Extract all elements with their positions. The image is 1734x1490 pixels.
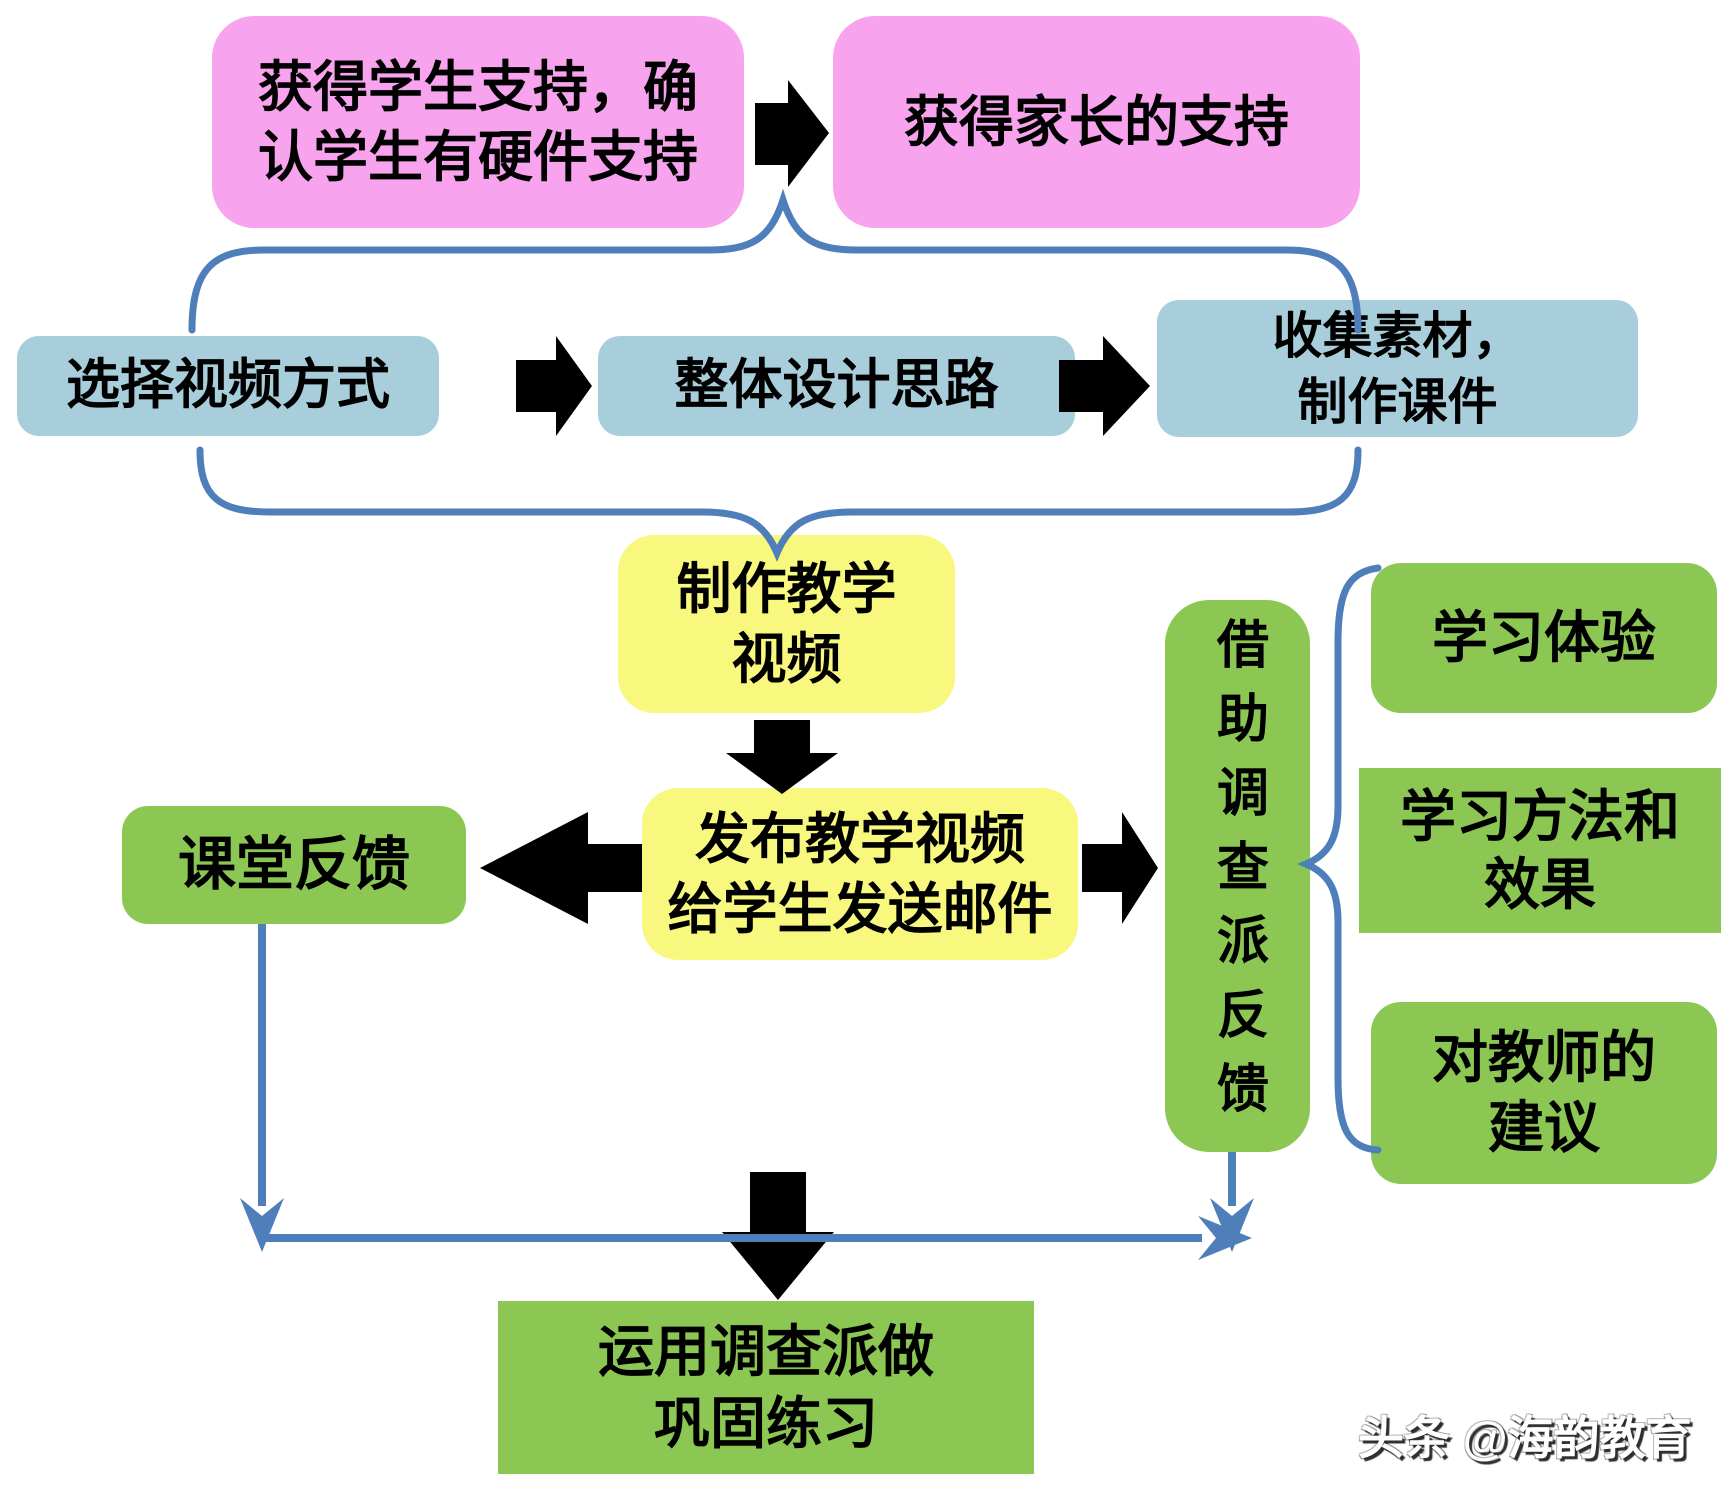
- node-overall-design: 整体设计思路: [598, 336, 1075, 436]
- node-get-parent-support: 获得家长的支持: [833, 16, 1360, 228]
- node-get-student-support-line2: 认学生有硬件支持: [257, 126, 698, 188]
- node-collect-materials: 收集素材， 制作课件: [1157, 300, 1638, 437]
- arrow-make-to-publish: [726, 720, 838, 794]
- node-publish-video-email: 发布教学视频 给学生发送邮件: [642, 788, 1078, 960]
- node-collect-materials-line2: 制作课件: [1297, 373, 1498, 430]
- arrow-publish-to-survey-feedback: [1082, 812, 1158, 924]
- watermark-toutiao-haiyun: 头条 @海韵教育: [1358, 1412, 1692, 1464]
- node-survey-feedback-label: 借助调查派反馈: [1208, 617, 1267, 1135]
- node-publish-video-email-line2: 给学生发送邮件: [667, 878, 1053, 940]
- arrowhead-bottom-right: [1198, 1216, 1252, 1260]
- arrow-choose-to-design: [516, 336, 592, 436]
- node-learning-experience: 学习体验: [1371, 563, 1717, 713]
- node-publish-video-email-line1: 发布教学视频: [694, 807, 1025, 870]
- node-get-student-support-line1: 获得学生支持，确: [257, 55, 698, 118]
- node-teacher-suggestions-line1: 对教师的: [1432, 1026, 1656, 1089]
- node-get-parent-support-line1: 获得家长的支持: [903, 90, 1289, 153]
- node-overall-design-line1: 整体设计思路: [674, 355, 999, 416]
- arrowhead-class-feedback-down: [240, 1198, 284, 1252]
- node-learning-method-effect-line1: 学习方法和: [1400, 785, 1680, 849]
- node-teacher-suggestions-line2: 建议: [1488, 1096, 1600, 1159]
- node-get-student-support: 获得学生支持，确 认学生有硬件支持: [212, 16, 744, 228]
- node-make-teaching-video: 制作教学 视频: [618, 535, 955, 713]
- node-make-teaching-video-line1: 制作教学: [676, 557, 897, 620]
- node-class-feedback: 课堂反馈: [122, 806, 466, 924]
- arrow-to-consolidation: [722, 1172, 834, 1300]
- node-consolidation-exercise: 运用调查派做 巩固练习: [498, 1301, 1034, 1474]
- node-consolidation-exercise-line1: 运用调查派做: [598, 1319, 934, 1383]
- arrowhead-survey-feedback-down: [1210, 1198, 1254, 1252]
- node-survey-feedback: 借助调查派反馈: [1165, 600, 1310, 1152]
- node-consolidation-exercise-line2: 巩固练习: [654, 1391, 878, 1455]
- node-make-teaching-video-line2: 视频: [731, 628, 842, 690]
- node-collect-materials-line1: 收集素材，: [1272, 307, 1523, 364]
- arrow-publish-to-class-feedback: [480, 812, 642, 924]
- node-choose-video-mode-line1: 选择视频方式: [66, 355, 390, 416]
- node-learning-method-effect-line2: 效果: [1484, 852, 1596, 916]
- node-teacher-suggestions: 对教师的 建议: [1371, 1002, 1717, 1184]
- node-learning-method-effect: 学习方法和 效果: [1359, 768, 1721, 933]
- arrow-students-to-parents: [755, 80, 829, 187]
- node-learning-experience-line1: 学习体验: [1432, 606, 1656, 670]
- node-class-feedback-line1: 课堂反馈: [177, 831, 410, 897]
- node-choose-video-mode: 选择视频方式: [17, 336, 439, 436]
